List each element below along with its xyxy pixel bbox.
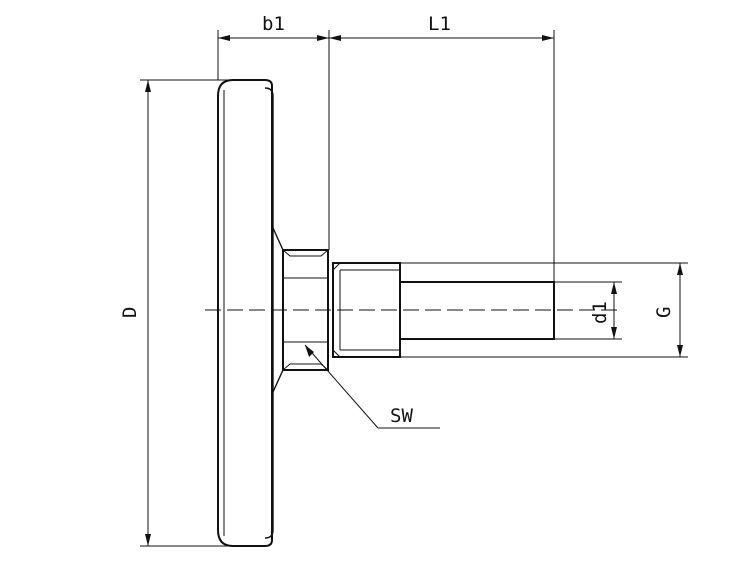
dimension-L1: L1 [329, 13, 555, 282]
label-D: D [119, 307, 141, 318]
label-G: G [653, 307, 675, 318]
label-b1: b1 [262, 13, 285, 35]
gauge-case [217, 79, 274, 547]
dimension-D: D [119, 79, 233, 547]
label-d1: d1 [589, 301, 611, 324]
label-SW: SW [390, 405, 413, 427]
dimension-d1: d1 [554, 281, 622, 340]
dimension-b1: b1 [217, 13, 330, 250]
leader-SW: SW [304, 344, 440, 429]
dimension-G: G [400, 262, 688, 358]
label-L1: L1 [428, 13, 451, 35]
stem [399, 281, 555, 340]
